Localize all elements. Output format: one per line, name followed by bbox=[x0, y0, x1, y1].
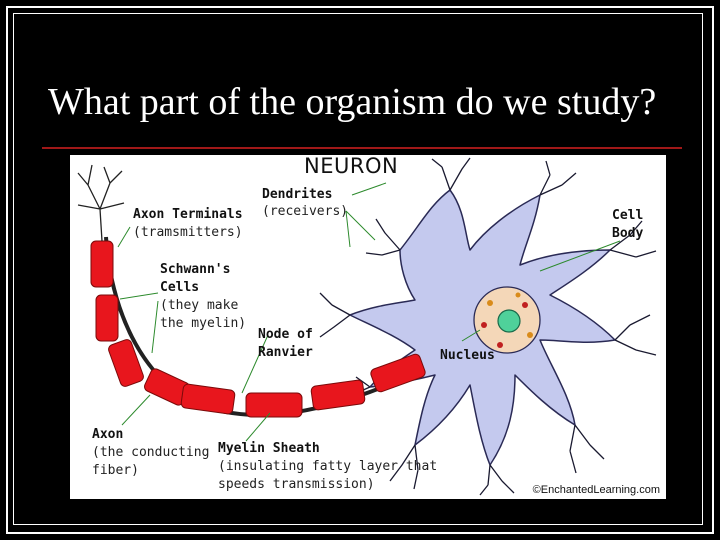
label-the-conducting: (the conducting bbox=[92, 445, 210, 460]
label-ranvier: Ranvier bbox=[258, 345, 313, 360]
label-body: Body bbox=[612, 226, 644, 241]
label-dendrites: Dendrites bbox=[262, 187, 333, 202]
label-insulating: (insulating fatty layer that bbox=[218, 459, 438, 474]
neuron-illustration bbox=[77, 157, 657, 496]
label-transmitters: (tramsmitters) bbox=[133, 225, 243, 240]
label-receivers: (receivers) bbox=[262, 204, 349, 219]
pointer-lines bbox=[117, 182, 621, 442]
label-the-myelin: the myelin) bbox=[160, 316, 247, 331]
slide-inner-frame bbox=[13, 13, 703, 525]
credit-text: ©EnchantedLearning.com bbox=[532, 484, 660, 496]
axon-terminals bbox=[77, 164, 125, 242]
label-nucleus: Nucleus bbox=[440, 348, 495, 363]
label-myelin-sheath: Myelin Sheath bbox=[218, 441, 320, 456]
label-schwanns: Schwann's bbox=[160, 262, 231, 277]
neuron-diagram: NEURON Dendrites (receivers) Axon Termin… bbox=[70, 155, 666, 499]
label-axon: Axon bbox=[92, 427, 124, 442]
label-node-of: Node of bbox=[258, 327, 313, 342]
diagram-heading: NEURON bbox=[304, 155, 399, 178]
slide-outer-frame bbox=[6, 6, 714, 534]
label-speeds: speeds transmission) bbox=[218, 477, 375, 492]
label-cell: Cell bbox=[612, 208, 644, 223]
label-fiber: fiber) bbox=[92, 463, 139, 478]
label-axon-terminals: Axon Terminals bbox=[133, 207, 243, 222]
slide-title: What part of the organism do we study? bbox=[48, 81, 657, 123]
label-they-make: (they make bbox=[160, 298, 239, 313]
title-underline bbox=[42, 147, 682, 149]
myelin-sheath-segments bbox=[90, 240, 426, 418]
label-cells: Cells bbox=[160, 280, 200, 295]
nucleus bbox=[473, 286, 541, 354]
